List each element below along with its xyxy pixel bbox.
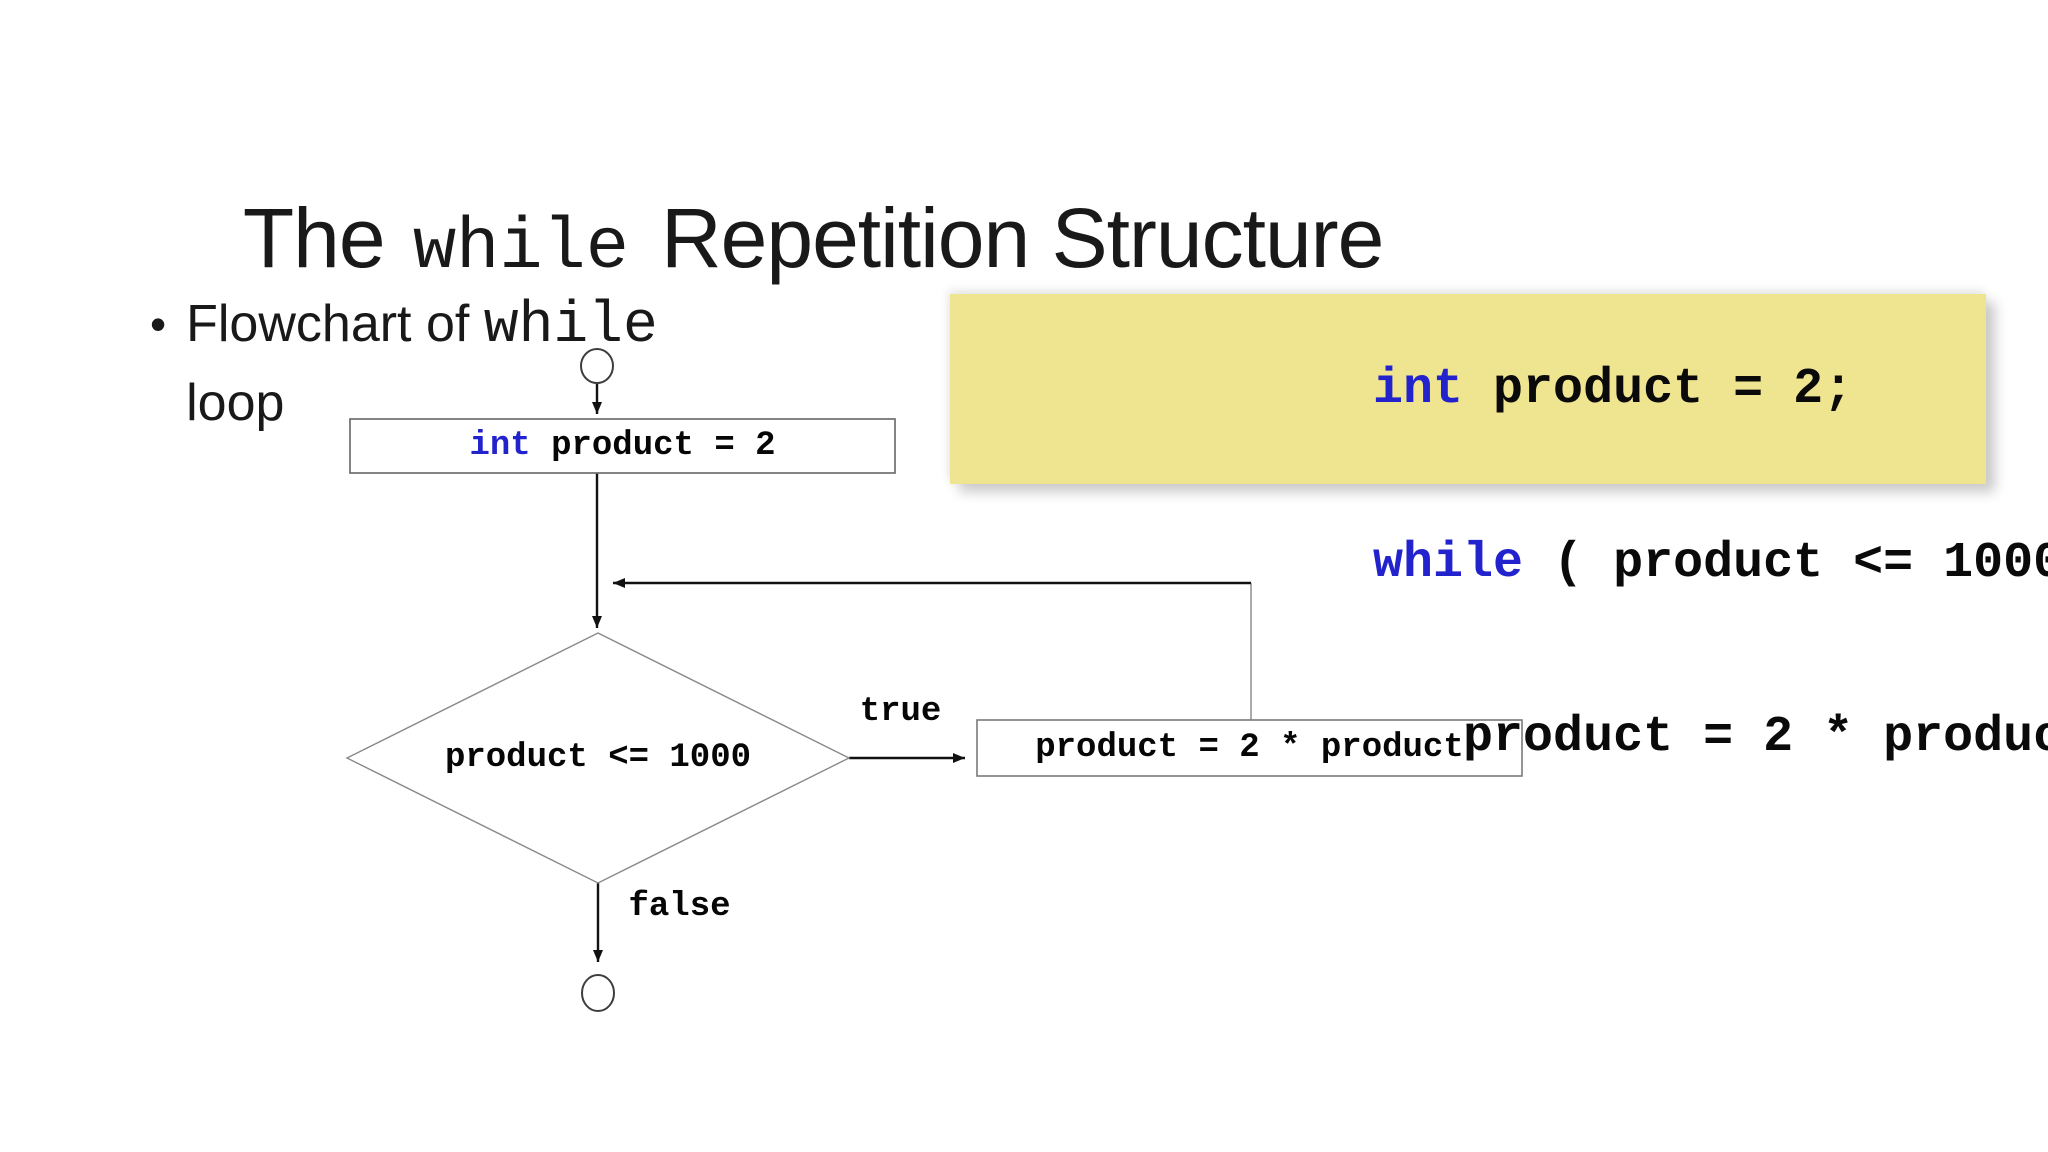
decision-condition-label: product <= 1000 bbox=[444, 739, 752, 777]
title-prefix: The bbox=[242, 191, 407, 286]
bullet-line-1: Flowchart of while bbox=[186, 294, 658, 359]
bullet-keyword: while bbox=[483, 294, 658, 359]
title-keyword: while bbox=[412, 207, 629, 290]
init-box-label: int product = 2 bbox=[469, 427, 776, 465]
bullet-item: • Flowchart of while loop bbox=[150, 286, 658, 441]
code-line-2: while ( product <= 1000 ) bbox=[1373, 535, 2048, 592]
init-keyword: int bbox=[469, 427, 531, 465]
bullet-line-2: loop bbox=[186, 374, 285, 432]
true-branch-label: true bbox=[859, 693, 942, 731]
code-line-1: int product = 2; bbox=[1373, 361, 1854, 418]
decision-diamond bbox=[345, 632, 851, 884]
false-branch-label: false bbox=[628, 888, 731, 926]
start-terminal-circle bbox=[580, 348, 614, 384]
bullet-text: Flowchart of while loop bbox=[186, 286, 658, 441]
bullet-marker: • bbox=[150, 298, 167, 350]
code-line-3: product = 2 * product; bbox=[1463, 709, 2048, 766]
process-box-outline bbox=[976, 719, 1523, 777]
end-terminal-circle bbox=[581, 974, 615, 1012]
init-box-outline bbox=[349, 418, 896, 474]
code-snippet-box: int product = 2; while ( product <= 1000… bbox=[950, 294, 2048, 766]
title-suffix: Repetition Structure bbox=[660, 191, 1384, 286]
process-box-label: product = 2 * product bbox=[1035, 729, 1464, 767]
